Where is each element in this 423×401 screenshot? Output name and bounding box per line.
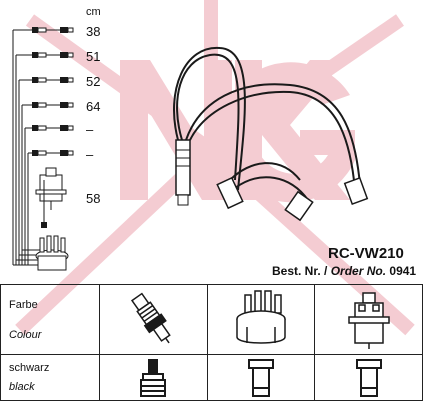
plug-end: [175, 139, 191, 206]
colour-table: Farbe Colour: [0, 284, 423, 401]
spark-plug-boot-cell: [99, 354, 208, 401]
colour-value-en: black: [9, 381, 35, 393]
length-value: 52: [86, 74, 101, 89]
length-value: 51: [86, 49, 101, 64]
order-number-line: Best. Nr. / Order No. 0941: [272, 264, 416, 278]
distributor-cap-cell: [206, 284, 316, 355]
distributor-mini-icon: [35, 235, 69, 271]
ignition-cable-drawing: [173, 46, 369, 222]
length-value: 38: [86, 24, 101, 39]
length-value: –: [86, 122, 94, 137]
ignition-coil-cell: [314, 284, 423, 355]
spark-plug-cell: [99, 284, 208, 355]
coil-boot-cell: [314, 354, 423, 401]
distributor-boot-cell: [206, 354, 316, 401]
spark-plug-icon: [131, 292, 172, 343]
distributor-boot-icon: [247, 358, 274, 397]
colour-label-cell: Farbe Colour: [0, 284, 100, 355]
unit-label: cm: [86, 6, 101, 18]
order-prefix-en: Order No.: [330, 264, 387, 278]
distributor-cap-icon: [236, 289, 286, 344]
cable-diagram: [12, 27, 74, 271]
product-code: RC-VW210: [328, 245, 404, 262]
straight-boot-icon: [140, 358, 167, 397]
ignition-coil-icon: [347, 291, 390, 349]
colour-label-de: Farbe: [9, 298, 38, 311]
colour-value-cell: schwarz black: [0, 354, 100, 401]
length-value: 64: [86, 99, 101, 114]
table-header-row: Farbe Colour: [0, 284, 423, 355]
cable-connector-row: [32, 27, 74, 33]
colour-value-de: schwarz: [9, 362, 50, 374]
colour-label-en: Colour: [9, 328, 42, 341]
coil-mini-icon: [35, 167, 67, 228]
length-value: 58: [86, 191, 101, 206]
coil-boot-icon: [355, 358, 382, 397]
table-row: schwarz black: [0, 354, 423, 401]
order-number: 0941: [389, 264, 417, 278]
length-value: –: [86, 147, 94, 162]
order-prefix-de: Best. Nr. /: [272, 264, 328, 278]
